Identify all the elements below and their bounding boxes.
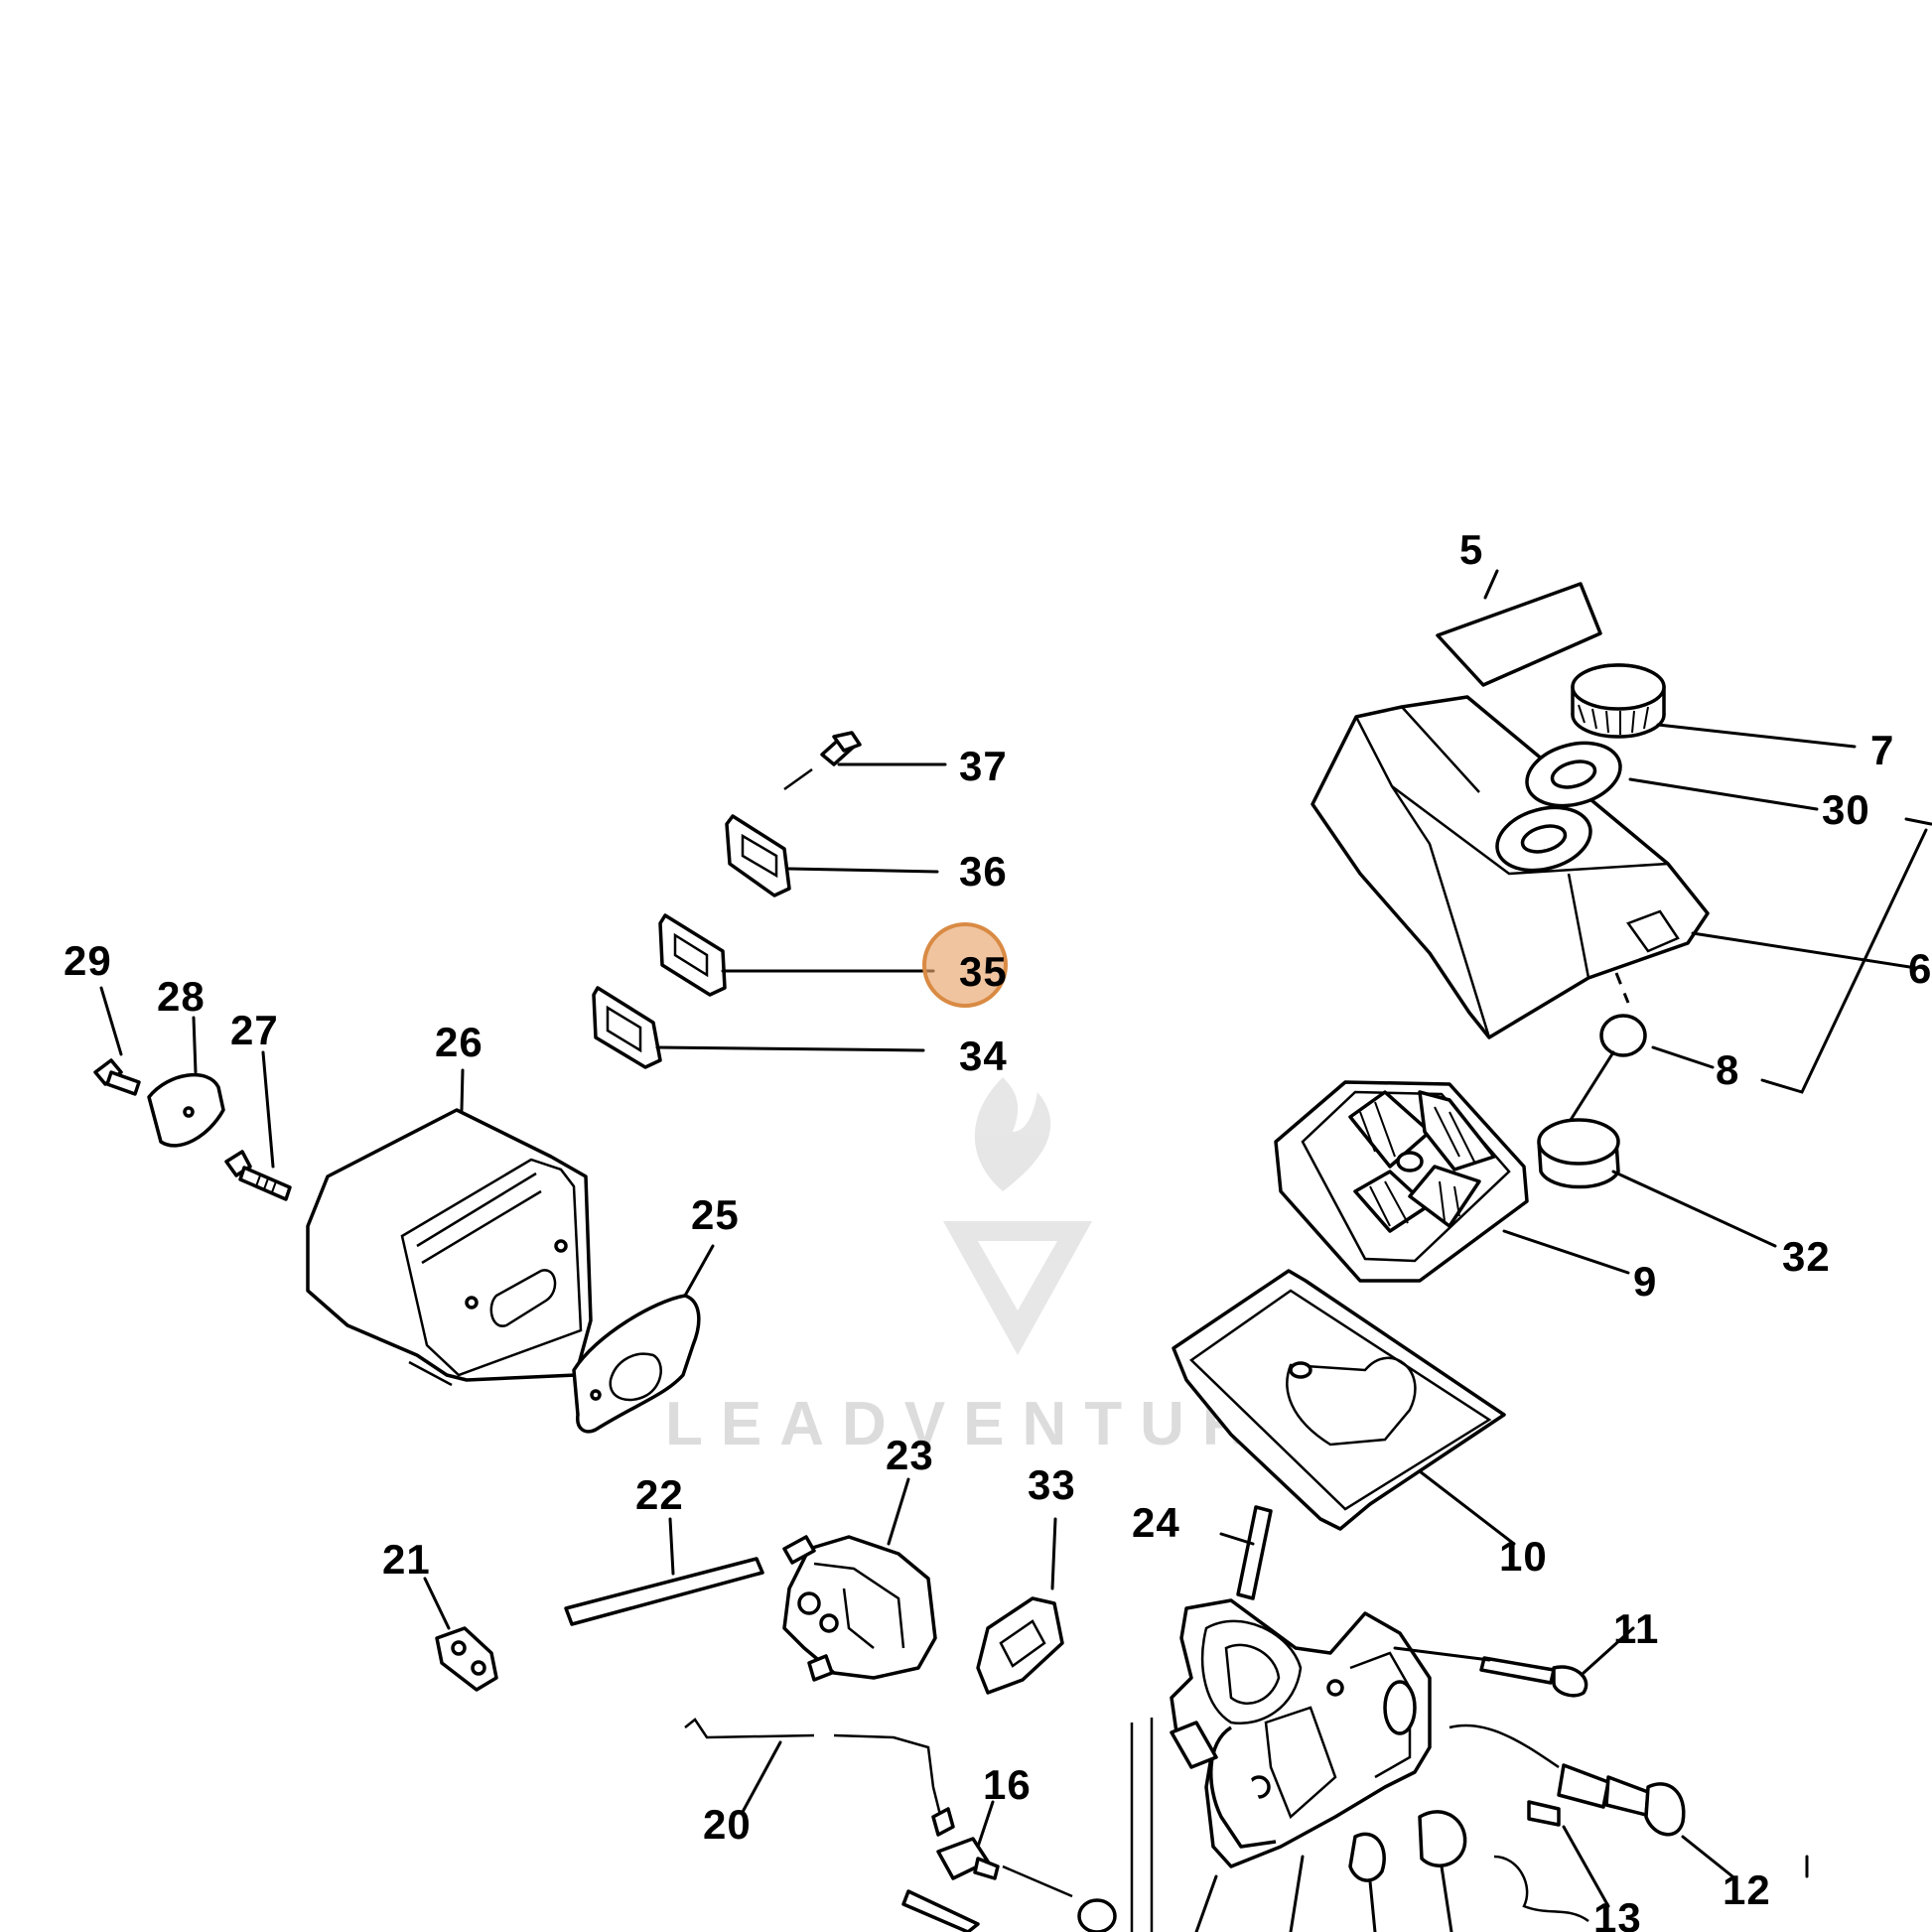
part-number-33: 33 [1028,1461,1076,1508]
part-number-12: 12 [1723,1866,1771,1913]
part-number-35[interactable]: 35 [959,948,1008,995]
part-24-tube [1236,1505,1273,1600]
watermark-flame-icon [974,1077,1051,1191]
part-25-gasket [572,1294,701,1434]
part-29-bolt [93,1058,141,1096]
part-33-gasket [976,1596,1064,1695]
part-number-7: 7 [1870,727,1894,773]
watermark: LEADVENTURE [665,1077,1323,1458]
part-16-switch [901,1837,1117,1932]
part-36-gasket [725,814,791,897]
part-number-26: 26 [435,1019,483,1065]
part-22-rod [564,1557,764,1626]
watermark-v-icon [943,1221,1092,1355]
part-13-spark-plug [1348,1800,1589,1923]
part-21-bracket [435,1626,498,1692]
part-number-9: 9 [1633,1258,1657,1305]
part-number-21: 21 [382,1536,431,1583]
part-10-filter-base [1172,1269,1506,1531]
part-9-air-filter [1274,1080,1529,1283]
part-26-muffler [306,1108,593,1387]
part-number-29: 29 [64,937,112,984]
part-number-23: 23 [886,1432,934,1478]
part-32-grommet [1537,1118,1620,1189]
part-number-6: 6 [1908,945,1932,992]
part-30-washers [1495,741,1622,873]
part-number-30: 30 [1822,786,1870,833]
part-number-34: 34 [959,1033,1008,1079]
part-number-11: 11 [1613,1605,1659,1652]
part-number-10: 10 [1499,1533,1548,1580]
part-35-gasket [658,913,727,997]
part-number-16: 16 [983,1761,1032,1808]
part-11-bolt [1479,1656,1588,1698]
part-37-screw [783,731,862,791]
part-number-37: 37 [959,743,1008,789]
part-number-25: 25 [691,1191,740,1238]
part-number-24: 24 [1132,1499,1180,1546]
part-number-22: 22 [635,1471,684,1518]
part-number-20: 20 [703,1801,752,1848]
part-20-cable [684,1718,955,1837]
part-number-28: 28 [157,973,206,1020]
watermark-text: LEADVENTURE [665,1390,1323,1458]
part-number-32: 32 [1782,1233,1831,1280]
part-27-bolt [224,1150,292,1201]
part-number-8: 8 [1716,1046,1739,1093]
part-7-knob [1571,663,1666,739]
part-28-plate [147,1072,225,1148]
part-number-5: 5 [1459,526,1483,573]
part-34-gasket [592,986,662,1069]
part-number-36: 36 [959,848,1008,895]
part-5-label-plate [1436,582,1602,687]
engine-crankcase [1130,1598,1432,1932]
part-8-ring [1599,1014,1647,1057]
part-number-13: 13 [1593,1894,1642,1932]
part-number-27: 27 [230,1007,279,1053]
part-23-carburetor [782,1535,937,1682]
highlight-marker[interactable] [922,922,1008,1008]
part-12-plug [1449,1724,1686,1837]
